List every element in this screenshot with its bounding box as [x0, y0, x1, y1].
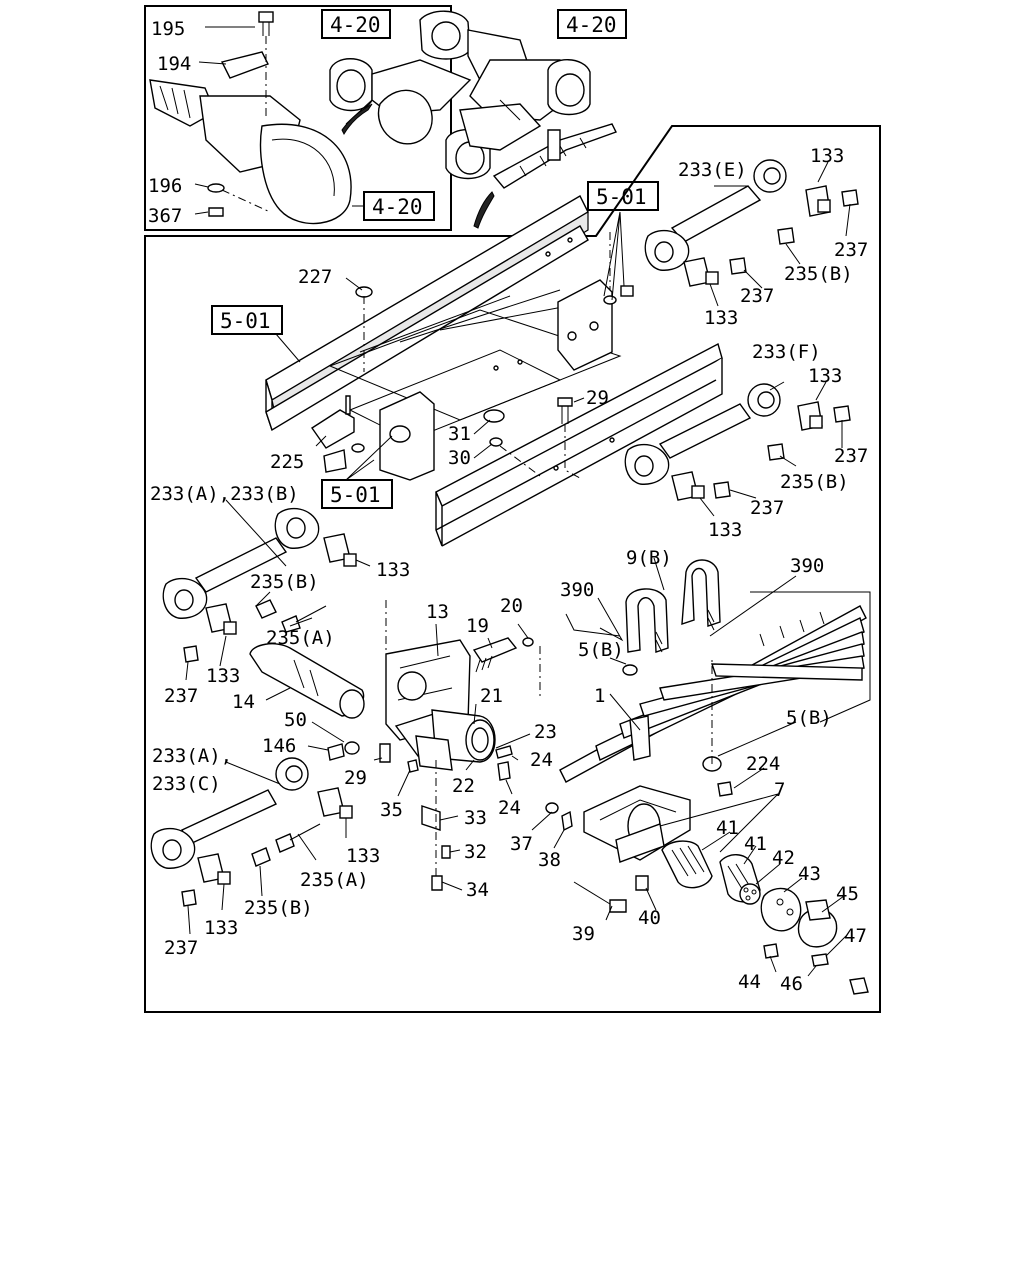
label-233e: 233(E) — [678, 159, 747, 181]
label-237-c: 237 — [834, 445, 868, 467]
label-235b-c: 235(B) — [250, 571, 319, 593]
label-196: 196 — [148, 175, 182, 197]
ref-box-4-20-b — [557, 9, 627, 39]
main-frame — [144, 125, 881, 1013]
label-390-a: 390 — [790, 555, 824, 577]
label-9b: 9(B) — [626, 547, 672, 569]
label-44: 44 — [738, 971, 761, 993]
label-22: 22 — [452, 775, 475, 797]
label-39: 39 — [572, 923, 595, 945]
label-23: 23 — [534, 721, 557, 743]
ref-4-20-c: 4-20 — [372, 195, 423, 219]
axle-housing-inset-drawing — [149, 11, 352, 225]
label-237-e: 237 — [164, 685, 198, 707]
trunnion-hub-drawing — [545, 781, 869, 995]
label-235b-a: 235(B) — [784, 263, 853, 285]
label-37: 37 — [510, 833, 533, 855]
torque-rod-233ab — [162, 507, 357, 663]
label-32: 32 — [464, 841, 487, 863]
label-146: 146 — [262, 735, 296, 757]
label-133-b: 133 — [704, 307, 738, 329]
label-30: 30 — [448, 447, 471, 469]
ref-box-4-20-c — [363, 191, 435, 221]
label-14: 14 — [232, 691, 255, 713]
label-24-a: 24 — [530, 749, 553, 771]
label-47: 47 — [844, 925, 867, 947]
label-233f: 233(F) — [752, 341, 821, 363]
label-5b-b: 5(B) — [786, 707, 832, 729]
label-45: 45 — [836, 883, 859, 905]
torque-rod-233ac — [150, 757, 353, 907]
ref-box-5-01-b — [587, 181, 659, 211]
label-1: 1 — [594, 685, 605, 707]
torque-rod-233e — [644, 159, 859, 287]
inset-frame — [144, 5, 452, 231]
label-133-f: 133 — [206, 665, 240, 687]
label-29-top: 29 — [586, 387, 609, 409]
ref-5-01-c: 5-01 — [330, 483, 381, 507]
label-5b-a: 5(B) — [578, 639, 624, 661]
label-237-f: 237 — [164, 937, 198, 959]
ref-box-5-01-a — [211, 305, 283, 335]
label-42: 42 — [772, 847, 795, 869]
label-233ac-line2: 233(C) — [152, 773, 221, 795]
ref-box-5-01-c — [321, 479, 393, 509]
ref-5-01-a: 5-01 — [220, 309, 271, 333]
inset-leaders — [194, 26, 364, 215]
leaf-spring-drawing — [559, 559, 867, 783]
label-237-a: 237 — [834, 239, 868, 261]
label-21: 21 — [480, 685, 503, 707]
label-34: 34 — [466, 879, 489, 901]
label-29-bottom: 29 — [344, 767, 367, 789]
label-50: 50 — [284, 709, 307, 731]
label-195: 195 — [151, 18, 185, 40]
label-33: 33 — [464, 807, 487, 829]
label-133-e: 133 — [376, 559, 410, 581]
label-13: 13 — [426, 601, 449, 623]
label-38: 38 — [538, 849, 561, 871]
ref-4-20-b: 4-20 — [566, 13, 617, 37]
label-235a-a: 235(A) — [266, 627, 335, 649]
label-41-b: 41 — [744, 833, 767, 855]
frame-rail-drawing — [265, 195, 723, 547]
label-233ab: 233(A),233(B) — [150, 483, 299, 505]
label-194: 194 — [157, 53, 191, 75]
label-237-b: 237 — [740, 285, 774, 307]
label-133-d: 133 — [708, 519, 742, 541]
main-leaders — [185, 161, 871, 977]
label-31: 31 — [448, 423, 471, 445]
label-19: 19 — [466, 615, 489, 637]
label-35: 35 — [380, 799, 403, 821]
label-133-g: 133 — [346, 845, 380, 867]
ref-5-01-b: 5-01 — [596, 185, 647, 209]
label-224: 224 — [746, 753, 780, 775]
ref-4-20-a: 4-20 — [330, 13, 381, 37]
tandem-axle-drawing — [329, 10, 617, 229]
label-41-a: 41 — [716, 817, 739, 839]
torque-rod-233f — [624, 383, 851, 501]
spring-bracket-drawing — [249, 600, 541, 891]
label-367: 367 — [148, 205, 182, 227]
label-235a-b: 235(A) — [300, 869, 369, 891]
label-24-b: 24 — [498, 797, 521, 819]
ref-box-4-20-a — [321, 9, 391, 39]
label-133-c: 133 — [808, 365, 842, 387]
label-40: 40 — [638, 907, 661, 929]
label-43: 43 — [798, 863, 821, 885]
label-390-b: 390 — [560, 579, 594, 601]
label-235b-d: 235(B) — [244, 897, 313, 919]
label-235b-b: 235(B) — [780, 471, 849, 493]
label-7: 7 — [774, 779, 785, 801]
label-20: 20 — [500, 595, 523, 617]
label-225: 225 — [270, 451, 304, 473]
label-233ac-line1: 233(A), — [152, 745, 232, 767]
label-133-a: 133 — [810, 145, 844, 167]
label-237-d: 237 — [750, 497, 784, 519]
label-227: 227 — [298, 266, 332, 288]
label-46: 46 — [780, 973, 803, 995]
main-labels: 227 225 31 30 29 233(E) 133 237 235(B) 2… — [150, 145, 868, 995]
label-133-h: 133 — [204, 917, 238, 939]
